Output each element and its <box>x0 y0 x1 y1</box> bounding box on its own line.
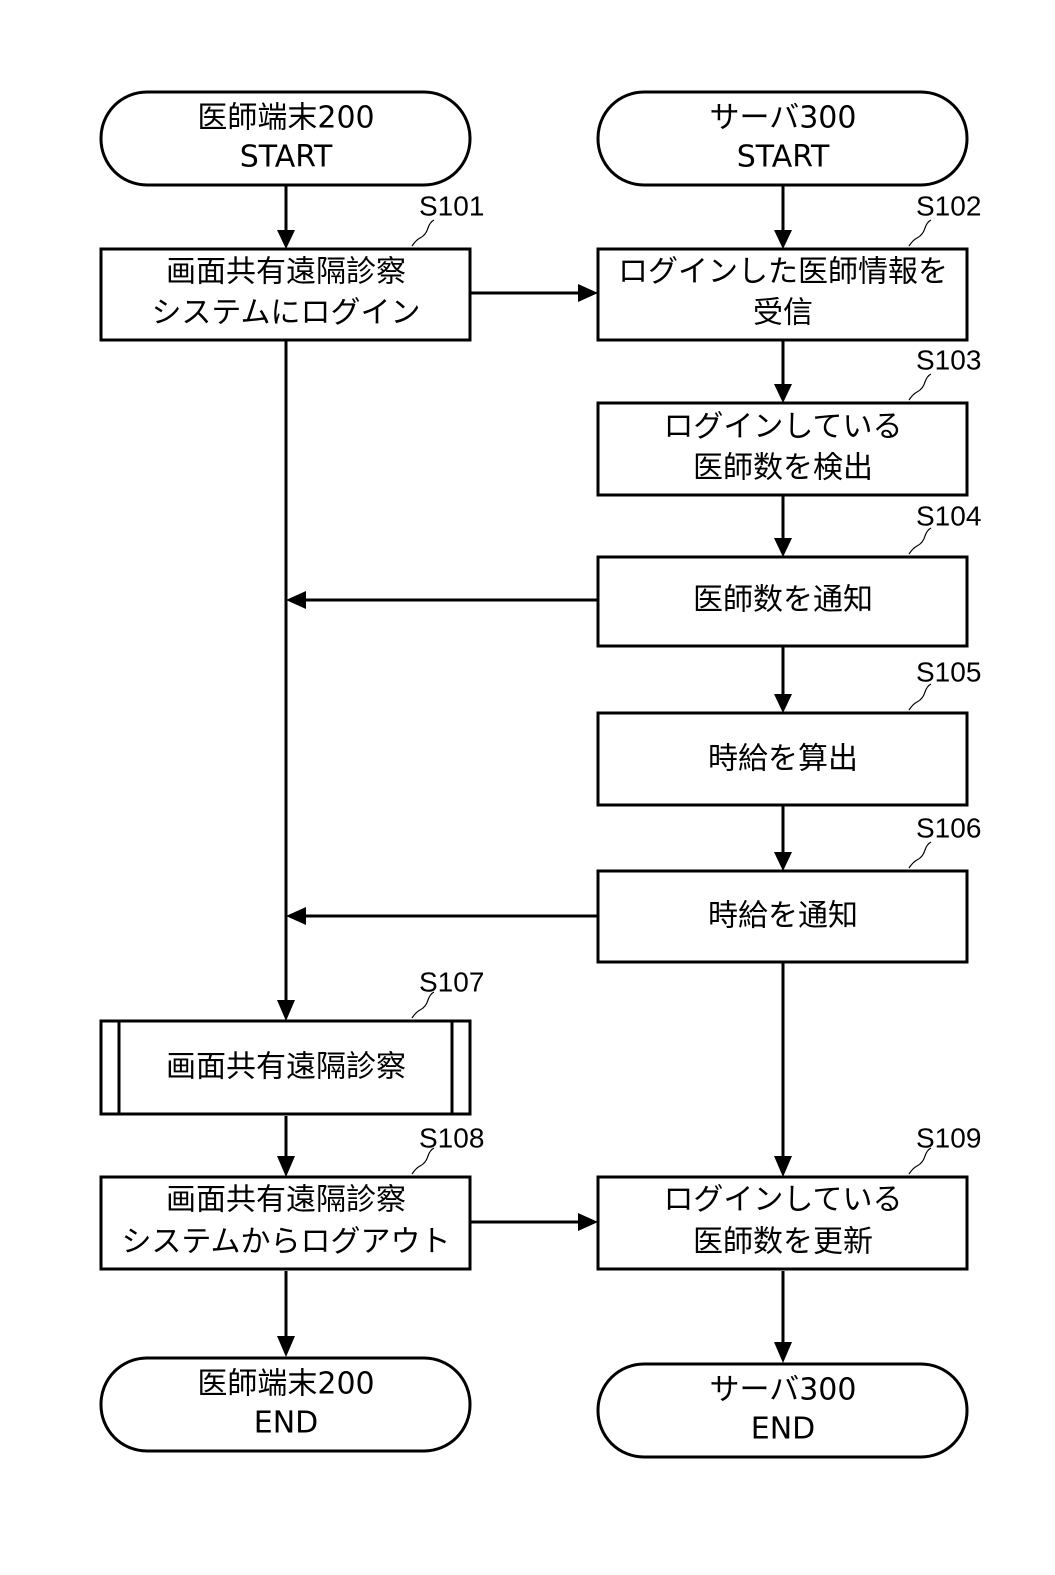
terminal-doctor-start: 医師端末200 START <box>101 92 470 185</box>
step-text: システムからログアウト <box>121 1225 450 1260</box>
arrowhead <box>277 1336 295 1357</box>
arrowhead <box>774 694 792 713</box>
step-s102: ログインした医師情報を 受信 S102 <box>598 190 981 340</box>
leader-line <box>909 528 931 554</box>
step-label: S102 <box>916 190 981 221</box>
step-label: S107 <box>419 966 484 997</box>
arrowhead <box>774 1156 792 1177</box>
step-text: 医師数を更新 <box>693 1225 873 1260</box>
arrowhead <box>774 384 792 403</box>
step-label: S101 <box>419 190 484 221</box>
step-text: ログインしている <box>663 410 902 445</box>
terminal-state: END <box>751 1412 816 1447</box>
step-s106: 時給を通知 S106 <box>598 812 981 962</box>
step-text: 画面共有遠隔診察 <box>166 1050 406 1085</box>
terminal-state: START <box>737 140 830 175</box>
arrowhead <box>578 284 598 302</box>
step-text: 医師数を検出 <box>693 451 873 486</box>
step-label: S108 <box>419 1122 484 1153</box>
arrowhead <box>286 591 306 609</box>
terminal-state: START <box>240 140 333 175</box>
step-text: 時給を通知 <box>708 899 858 934</box>
leader-line <box>909 684 931 710</box>
step-label: S104 <box>916 500 981 531</box>
terminal-title: 医師端末200 <box>197 1367 374 1402</box>
step-text: 画面共有遠隔診察 <box>166 1183 406 1218</box>
step-s107-predefined-process: 画面共有遠隔診察 S107 <box>101 966 484 1114</box>
step-label: S109 <box>916 1122 981 1153</box>
step-label: S103 <box>916 344 981 375</box>
step-label: S105 <box>916 656 981 687</box>
terminal-server-end: サーバ300 END <box>598 1364 967 1457</box>
terminal-title: サーバ300 <box>710 101 857 136</box>
arrowhead <box>277 230 295 249</box>
step-text: ログインした医師情報を <box>618 255 948 290</box>
step-s103: ログインしている 医師数を検出 S103 <box>598 344 981 495</box>
arrowhead <box>774 230 792 249</box>
terminal-server-start: サーバ300 START <box>598 92 967 185</box>
terminal-title: 医師端末200 <box>197 101 374 136</box>
arrowhead <box>774 538 792 557</box>
step-text: システムにログイン <box>151 296 420 331</box>
terminal-title: サーバ300 <box>710 1373 857 1408</box>
step-text: 受信 <box>753 296 813 331</box>
arrowhead <box>286 907 306 925</box>
step-text: ログインしている <box>663 1183 902 1218</box>
step-text: 医師数を通知 <box>693 583 873 618</box>
arrowhead <box>277 1156 295 1177</box>
arrowhead <box>774 852 792 871</box>
terminal-state: END <box>254 1406 319 1441</box>
arrowhead <box>277 1000 295 1021</box>
step-s105: 時給を算出 S105 <box>598 656 981 805</box>
leader-line <box>412 220 434 246</box>
terminal-doctor-end: 医師端末200 END <box>101 1358 470 1451</box>
step-text: 時給を算出 <box>708 742 858 777</box>
step-text: 画面共有遠隔診察 <box>166 255 406 290</box>
step-s108: 画面共有遠隔診察 システムからログアウト S108 <box>101 1122 484 1269</box>
step-s109: ログインしている 医師数を更新 S109 <box>598 1122 981 1269</box>
arrowhead <box>578 1213 598 1231</box>
leader-line <box>909 842 931 868</box>
step-s104: 医師数を通知 S104 <box>598 500 981 646</box>
arrowhead <box>774 1342 792 1363</box>
step-s101: 画面共有遠隔診察 システムにログイン S101 <box>101 190 484 340</box>
step-label: S106 <box>916 812 981 843</box>
leader-line <box>909 220 931 246</box>
leader-line <box>909 374 931 400</box>
